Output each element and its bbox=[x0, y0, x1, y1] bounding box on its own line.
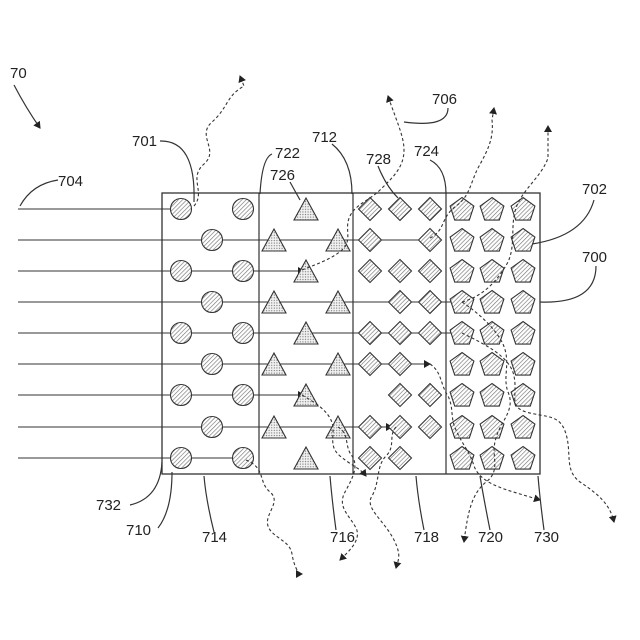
circle-particle bbox=[202, 417, 223, 438]
leader-line-714 bbox=[204, 476, 214, 532]
leader-line-712 bbox=[332, 144, 352, 194]
label-726: 726 bbox=[270, 167, 295, 184]
label-702: 702 bbox=[582, 181, 607, 198]
label-706: 706 bbox=[432, 91, 457, 108]
leader-line-720 bbox=[480, 476, 490, 530]
circle-particle bbox=[202, 230, 223, 251]
leader-line-704 bbox=[20, 180, 58, 206]
leader-line-730 bbox=[538, 476, 544, 530]
leader-line-710 bbox=[158, 472, 172, 528]
diamond-particle bbox=[359, 416, 382, 439]
circle-particle bbox=[233, 448, 254, 469]
diamond-particle bbox=[389, 353, 412, 376]
pentagon-particle bbox=[511, 353, 535, 376]
label-712: 712 bbox=[312, 129, 337, 146]
triangle-particle bbox=[294, 447, 318, 469]
label-732: 732 bbox=[96, 497, 121, 514]
diamond-particle bbox=[389, 322, 412, 345]
diamond-particle bbox=[389, 447, 412, 470]
pentagon-particle bbox=[450, 416, 474, 439]
label-724: 724 bbox=[414, 143, 439, 160]
label-730: 730 bbox=[534, 529, 559, 546]
label-728: 728 bbox=[366, 151, 391, 168]
diamond-particle bbox=[419, 291, 442, 314]
label-722: 722 bbox=[275, 145, 300, 162]
circle-particle bbox=[171, 261, 192, 282]
circle-particle bbox=[202, 354, 223, 375]
leader-line-70 bbox=[14, 85, 40, 128]
diamond-particle bbox=[419, 198, 442, 221]
leader-line-732 bbox=[130, 462, 162, 505]
label-710: 710 bbox=[126, 522, 151, 539]
pentagon-particle bbox=[511, 198, 535, 221]
diamond-particle bbox=[419, 229, 442, 252]
circle-particle bbox=[202, 292, 223, 313]
triangle-particle bbox=[294, 198, 318, 220]
pentagon-particle bbox=[480, 198, 504, 221]
pentagon-particle bbox=[511, 229, 535, 252]
circle-particle bbox=[171, 323, 192, 344]
diamond-particle bbox=[359, 198, 382, 221]
pentagon-particle bbox=[450, 447, 474, 470]
diamond-particle bbox=[419, 416, 442, 439]
label-718: 718 bbox=[414, 529, 439, 546]
pentagon-particle bbox=[480, 416, 504, 439]
circle-particle bbox=[233, 385, 254, 406]
diamond-particle bbox=[389, 260, 412, 283]
circle-particle bbox=[171, 448, 192, 469]
circle-particle bbox=[233, 323, 254, 344]
diamond-particle bbox=[359, 353, 382, 376]
pentagon-particle bbox=[480, 229, 504, 252]
diamond-particle bbox=[359, 447, 382, 470]
label-701: 701 bbox=[132, 133, 157, 150]
label-716: 716 bbox=[330, 529, 355, 546]
leader-line-706 bbox=[404, 108, 448, 123]
diamond-particle bbox=[389, 198, 412, 221]
scattered-light-path bbox=[462, 126, 548, 302]
leader-line-726 bbox=[290, 182, 300, 200]
circle-particle bbox=[171, 199, 192, 220]
pentagon-particle bbox=[480, 447, 504, 470]
circle-particle bbox=[233, 261, 254, 282]
leader-line-718 bbox=[416, 476, 424, 530]
circle-particle bbox=[233, 199, 254, 220]
diamond-particle bbox=[359, 229, 382, 252]
leader-line-724 bbox=[430, 160, 446, 194]
scattered-light-path bbox=[370, 427, 399, 568]
pentagon-particle bbox=[480, 384, 504, 407]
label-720: 720 bbox=[478, 529, 503, 546]
pentagon-particle bbox=[450, 229, 474, 252]
diamond-particle bbox=[419, 322, 442, 345]
pentagon-particle bbox=[450, 322, 474, 345]
diamond-particle bbox=[389, 384, 412, 407]
pentagon-particle bbox=[480, 291, 504, 314]
pentagon-particle bbox=[450, 353, 474, 376]
pentagon-particle bbox=[511, 322, 535, 345]
label-704: 704 bbox=[58, 173, 83, 190]
pentagon-particle bbox=[450, 384, 474, 407]
leader-line-702 bbox=[532, 200, 594, 244]
pentagon-particle bbox=[480, 322, 504, 345]
scattered-light-path bbox=[246, 460, 302, 574]
pentagon-particle bbox=[511, 291, 535, 314]
label-700: 700 bbox=[582, 249, 607, 266]
pentagon-particle bbox=[450, 260, 474, 283]
pentagon-particle bbox=[511, 260, 535, 283]
pentagon-particle bbox=[511, 447, 535, 470]
diamond-particle bbox=[419, 384, 442, 407]
diamond-particle bbox=[419, 260, 442, 283]
diamond-particle bbox=[359, 260, 382, 283]
leader-line-716 bbox=[330, 476, 336, 530]
pentagon-particle bbox=[480, 260, 504, 283]
circle-particle bbox=[171, 385, 192, 406]
pentagon-particle bbox=[511, 416, 535, 439]
diamond-particle bbox=[359, 322, 382, 345]
scattered-light-path bbox=[194, 76, 244, 206]
leader-line-700 bbox=[540, 266, 596, 302]
diamond-particle bbox=[389, 416, 412, 439]
label-714: 714 bbox=[202, 529, 227, 546]
label-figure: 70 bbox=[10, 65, 27, 82]
diamond-particle bbox=[389, 291, 412, 314]
